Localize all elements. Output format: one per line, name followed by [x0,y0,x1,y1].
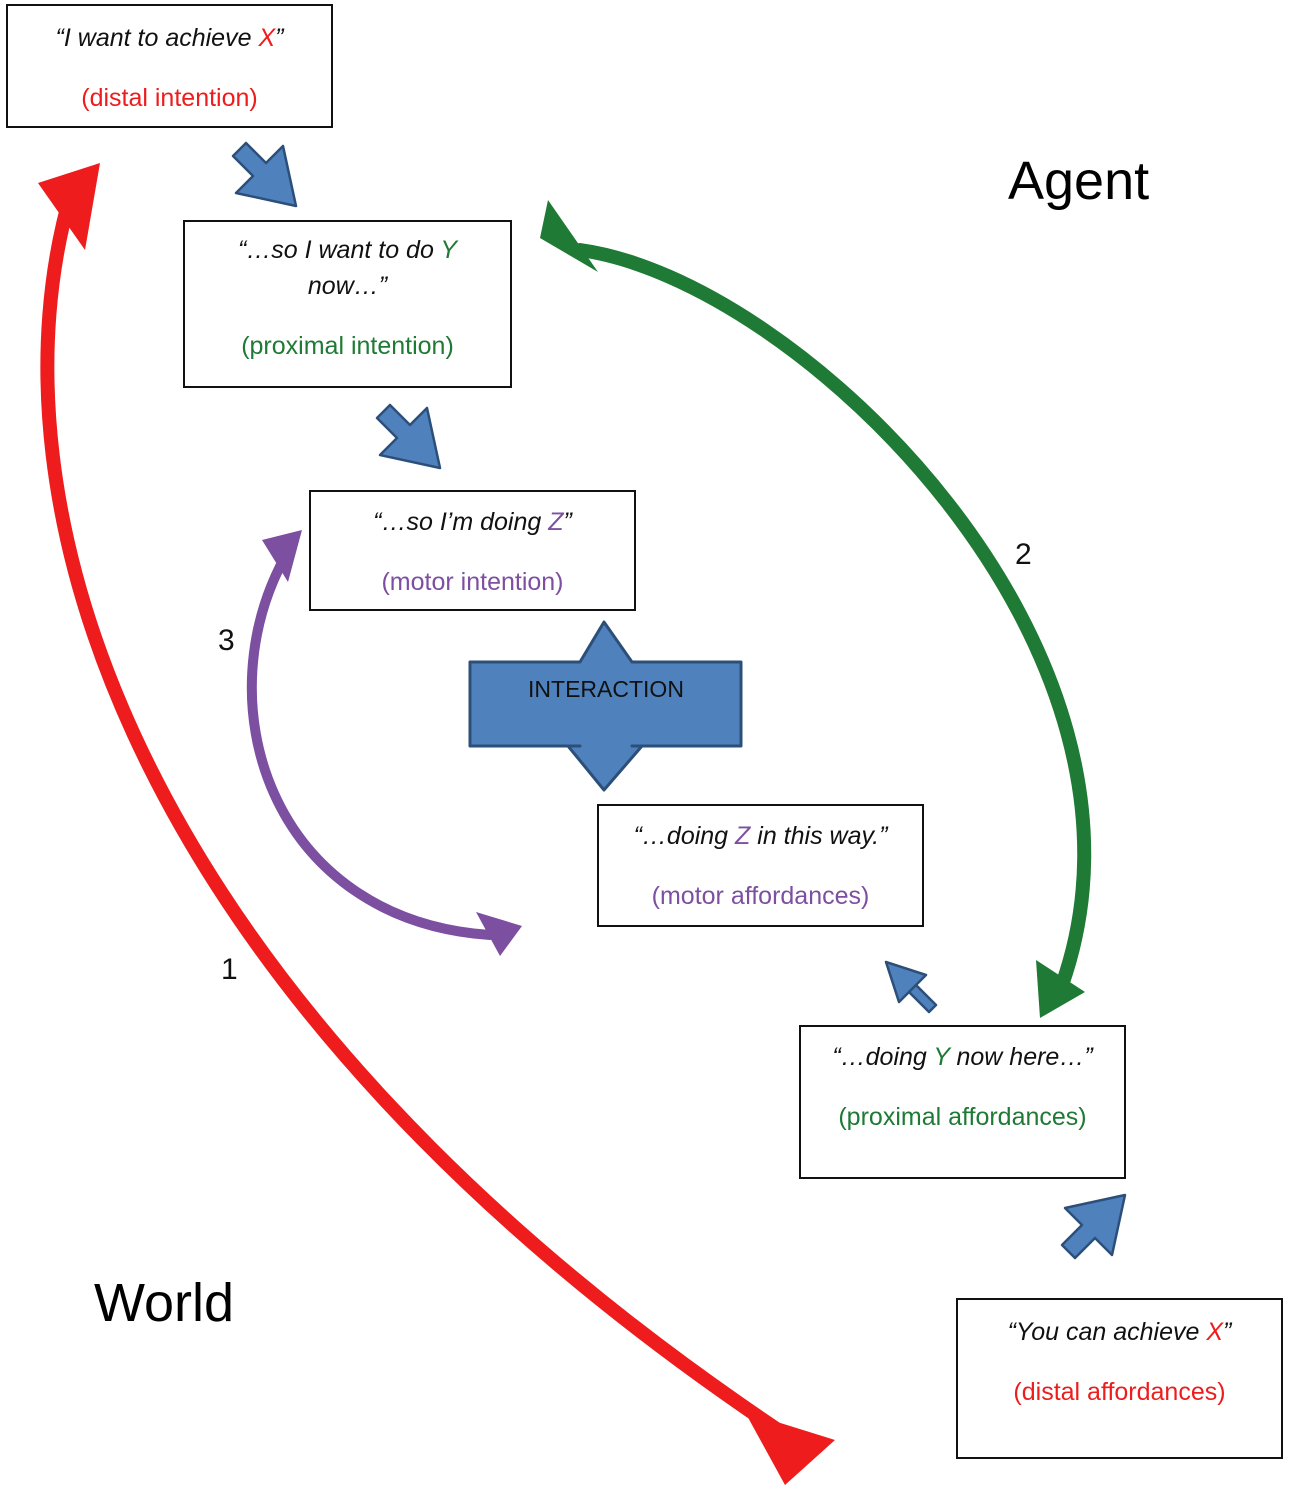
world-label: World [94,1273,235,1333]
motor-affordances-quote: “…doing Z in this way.” [633,822,888,850]
distal-intention-quote: “I want to achieve X” [55,24,284,52]
loop-3-number: 3 [218,624,235,657]
distal-intention-box: “I want to achieve X” (distal intention) [6,4,333,128]
var-z: Z [548,508,564,536]
loop-3-arrowhead-top [262,530,302,582]
var-y: Y [440,236,458,264]
proximal-affordances-label: (proximal affordances) [838,1103,1087,1131]
motor-affordances-label: (motor affordances) [651,882,870,910]
flow-arrow-proximal-aff-to-motor-aff [884,960,938,1014]
var-x: X [258,24,276,52]
proximal-affordances-box: “…doing Y now here…” (proximal affordanc… [799,1025,1126,1179]
var-z: Z [735,822,751,850]
proximal-intention-label: (proximal intention) [241,332,454,360]
loop-2-proximal-arc [573,243,1092,992]
distal-affordances-quote: “You can achieve X” [1007,1318,1232,1346]
distal-affordances-label: (distal affordances) [1013,1378,1226,1406]
loop-2-number: 2 [1015,538,1032,571]
loop-1-arrowhead-top [38,163,100,250]
motor-intention-label: (motor intention) [381,568,564,596]
loop-2-arrowhead-top [540,200,598,272]
flow-arrow-proximal-to-motor [375,403,442,470]
interaction-label: INTERACTION [528,676,684,702]
proximal-affordances-quote: “…doing Y now here…” [832,1043,1093,1071]
flow-arrow-distal-aff-to-proximal-aff [1060,1193,1127,1260]
var-y: Y [933,1043,950,1071]
loop-2-arrowhead-bottom [1036,960,1085,1018]
loop-3-motor-arc [246,543,495,940]
motor-intention-box: “…so I’m doing Z” (motor intention) [309,490,636,611]
motor-affordances-box: “…doing Z in this way.” (motor affordanc… [597,804,924,927]
loop-1-number: 1 [221,953,238,986]
flow-arrow-distal-to-proximal [231,141,298,208]
agent-label: Agent [1008,151,1150,211]
loop-1-arrowhead-bottom [745,1412,835,1485]
motor-intention-quote: “…so I’m doing Z” [373,508,572,536]
distal-affordances-box: “You can achieve X” (distal affordances) [956,1298,1283,1459]
loop-3-arrowhead-bottom [476,912,522,956]
distal-intention-label: (distal intention) [81,84,258,112]
interaction-arrow [468,620,743,792]
loop-1-distal-arc [40,183,797,1445]
var-x: X [1206,1318,1224,1346]
